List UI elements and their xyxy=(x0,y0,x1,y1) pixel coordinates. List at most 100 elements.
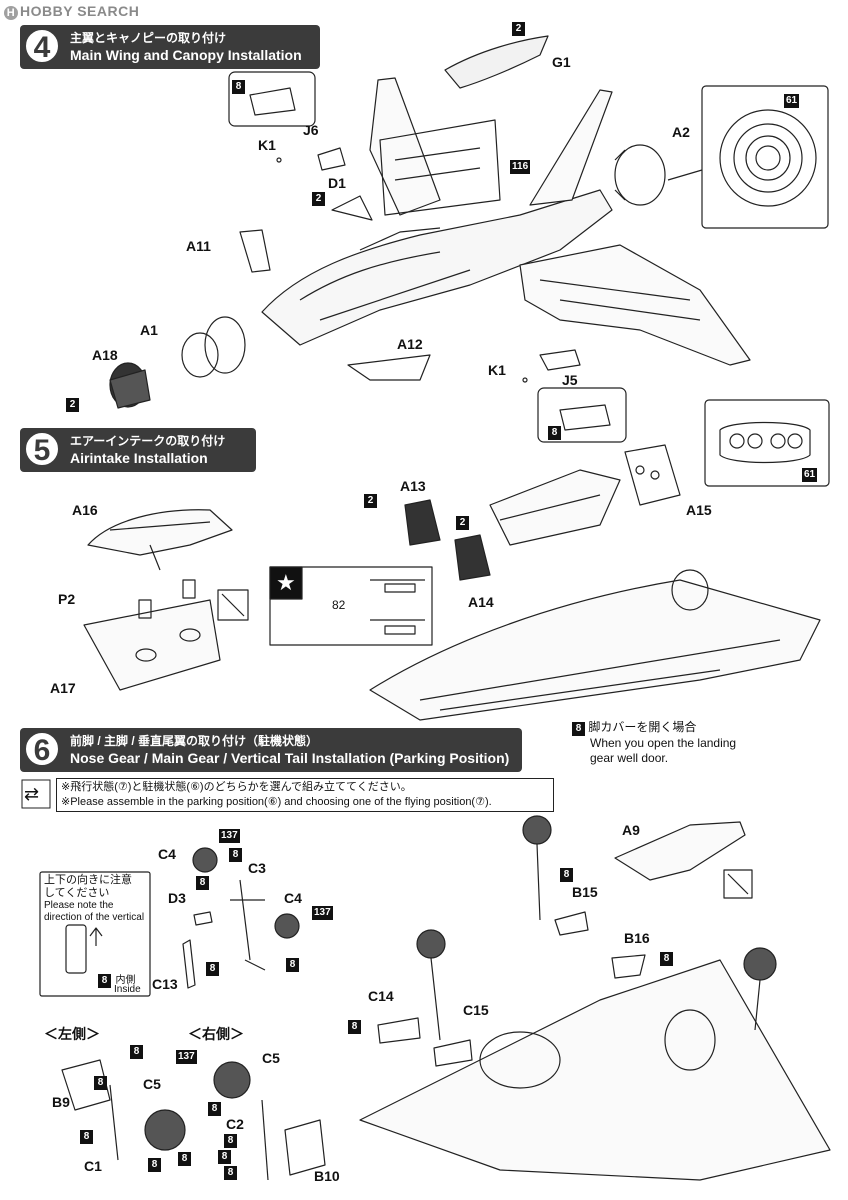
direction-inside: 8 内側 xyxy=(98,970,135,988)
direction-en2: direction of the vertical xyxy=(44,912,145,923)
part-c13: C13 xyxy=(152,976,178,992)
paint-a18: 2 xyxy=(66,398,79,412)
paint-a13: 2 xyxy=(364,494,377,508)
part-k1-top: K1 xyxy=(258,137,276,153)
paint-g1: 2 xyxy=(512,22,525,36)
part-j5: J5 xyxy=(562,372,578,388)
part-b10: B10 xyxy=(314,1168,340,1184)
part-c5-left: C5 xyxy=(143,1076,161,1092)
step6-banner: 6 前脚 / 主脚 / 垂直尾翼の取り付け（駐機状態） Nose Gear / … xyxy=(20,728,522,772)
paint-a14: 2 xyxy=(456,516,469,530)
paint-j6: 8 xyxy=(232,80,245,94)
right-side-label: ＜右側＞ xyxy=(188,1026,244,1042)
door-note-jp: 脚カバーを開く場合 xyxy=(588,720,697,734)
paint-8-c5: 8 xyxy=(178,1152,191,1166)
paint-137-c5: 137 xyxy=(176,1050,197,1064)
step5-banner: 5 エアーインテークの取り付け Airintake Installation xyxy=(20,428,256,472)
part-a18: A18 xyxy=(92,347,118,363)
part-a1: A1 xyxy=(140,322,158,338)
decal-82: 82 xyxy=(332,598,346,612)
intake-drawing xyxy=(83,444,821,721)
step6-title-jp: 前脚 / 主脚 / 垂直尾翼の取り付け（駐機状態） xyxy=(70,734,319,748)
part-d3: D3 xyxy=(168,890,186,906)
part-a14: A14 xyxy=(468,594,494,610)
part-c14: C14 xyxy=(368,988,394,1004)
step4-banner: 4 主翼とキャノピーの取り付け Main Wing and Canopy Ins… xyxy=(20,25,320,69)
left-side-label: ＜左側＞ xyxy=(44,1026,100,1042)
part-a12: A12 xyxy=(397,336,423,352)
paint-8-nose1: 8 xyxy=(206,962,219,976)
step4-number: 4 xyxy=(24,28,60,64)
paint-d1: 2 xyxy=(312,192,325,206)
step4-title-jp: 主翼とキャノピーの取り付け xyxy=(70,31,227,45)
part-c15: C15 xyxy=(463,1002,489,1018)
part-p2: P2 xyxy=(58,591,76,607)
part-b16: B16 xyxy=(624,930,650,946)
door-note-en2: gear well door. xyxy=(590,751,669,765)
step5-title-jp: エアーインテークの取り付け xyxy=(70,434,226,448)
fuselage-drawing xyxy=(109,35,751,409)
paint-8-right3: 8 xyxy=(218,1150,231,1164)
paint-fuselage: 116 xyxy=(510,160,531,174)
paint-8-right1: 8 xyxy=(208,1102,221,1116)
part-a2: A2 xyxy=(672,124,690,140)
part-a11: A11 xyxy=(186,238,211,254)
part-c1: C1 xyxy=(84,1158,102,1174)
part-c2: C2 xyxy=(226,1116,244,1132)
part-a9: A9 xyxy=(622,822,640,838)
part-c5-right: C5 xyxy=(262,1050,280,1066)
part-b9: B9 xyxy=(52,1094,70,1110)
step6-title-en: Nose Gear / Main Gear / Vertical Tail In… xyxy=(70,750,510,766)
inside-jp: 内側 xyxy=(115,975,136,986)
paint-8-left3: 8 xyxy=(148,1158,161,1172)
part-k1-bottom: K1 xyxy=(488,362,506,378)
direction-jp2: してください xyxy=(44,887,110,899)
door-note-en1: When you open the landing xyxy=(590,736,737,750)
star-icon: ★ xyxy=(276,570,296,595)
part-j6: J6 xyxy=(303,122,319,138)
part-a13: A13 xyxy=(400,478,426,494)
inside-en: Inside xyxy=(114,984,141,995)
paint-137-a: 137 xyxy=(219,829,240,843)
paint-8-left2: 8 xyxy=(80,1130,93,1144)
option-text-en: ※Please assemble in the parking position… xyxy=(61,796,492,808)
option-arrow-icon: ⇄ xyxy=(24,784,40,804)
paint-8-b15: 8 xyxy=(560,868,573,882)
paint-8-c14: 8 xyxy=(348,1020,361,1034)
part-a15: A15 xyxy=(686,502,712,518)
paint-137-b: 137 xyxy=(312,906,333,920)
part-d1: D1 xyxy=(328,175,346,191)
paint-j5: 8 xyxy=(548,426,561,440)
paint-8-right2: 8 xyxy=(224,1134,237,1148)
part-b15: B15 xyxy=(572,884,598,900)
paint-a15: 61 xyxy=(802,468,818,482)
step5-number: 5 xyxy=(24,431,60,467)
direction-jp1: 上下の向きに注意 xyxy=(44,874,132,886)
door-note: 8 脚カバーを開く場合 When you open the landing ge… xyxy=(572,720,736,766)
direction-en1: Please note the xyxy=(44,900,114,911)
direction-note: 上下の向きに注意 してください Please note the directio… xyxy=(44,874,148,924)
paint-8-right4: 8 xyxy=(224,1166,237,1180)
option-box: ※飛行状態(⑦)と駐機状態(⑥)のどちらかを選んで組み立ててください。 ※Ple… xyxy=(56,778,554,812)
watermark-logo: H xyxy=(4,6,18,20)
paint-8-nose2: 8 xyxy=(286,958,299,972)
paint-8-left1: 8 xyxy=(94,1076,107,1090)
paint-a2: 61 xyxy=(784,94,800,108)
step6-number: 6 xyxy=(24,731,60,767)
part-a17: A17 xyxy=(50,680,76,696)
paint-8-c4: 8 xyxy=(229,848,242,862)
watermark-text: HOBBY SEARCH xyxy=(20,3,140,19)
direction-paint: 8 xyxy=(98,974,111,988)
part-a16: A16 xyxy=(72,502,98,518)
gear-drawing xyxy=(39,815,831,1181)
part-c4-right: C4 xyxy=(284,890,302,906)
step4-title-en: Main Wing and Canopy Installation xyxy=(70,47,302,63)
paint-8-c3: 8 xyxy=(196,876,209,890)
paint-8-b9: 8 xyxy=(130,1045,143,1059)
part-c4-left: C4 xyxy=(158,846,176,862)
part-c3: C3 xyxy=(248,860,266,876)
part-g1: G1 xyxy=(552,54,571,70)
step5-title-en: Airintake Installation xyxy=(70,450,208,466)
